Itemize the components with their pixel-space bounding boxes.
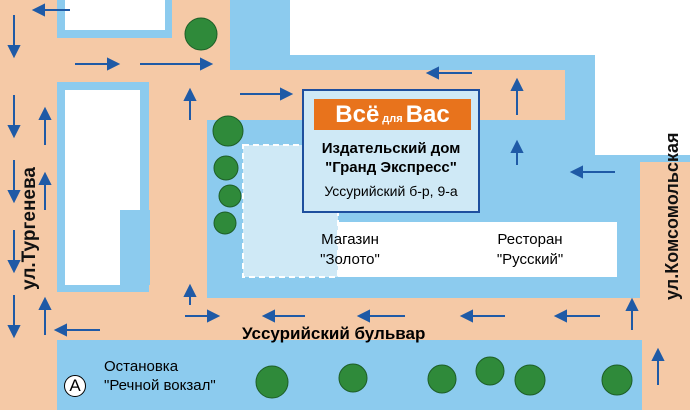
arrow-right-icon (185, 309, 221, 323)
shop-gold-line2: "Золото" (320, 251, 380, 268)
arrow-up-icon (38, 296, 52, 335)
bus-stop-line2: "Речной вокзал" (104, 377, 216, 394)
arrow-left-icon (356, 309, 405, 323)
arrow-left-icon (425, 66, 472, 80)
tree-icon (338, 363, 368, 393)
tree-icon (427, 364, 457, 394)
publisher-address: Уссурийский б-р, 9-а (324, 183, 458, 199)
tree-icon (184, 17, 218, 51)
arrow-left-icon (53, 323, 100, 337)
arrow-down-icon (7, 160, 21, 204)
arrow-left-icon (31, 3, 70, 17)
arrow-left-icon (261, 309, 305, 323)
arrow-down-icon (7, 295, 21, 339)
shop-restaurant: Ресторан "Русский" (480, 230, 580, 270)
logo-part2: для (382, 113, 403, 125)
bus-stop-line1: Остановка (104, 358, 179, 375)
logo-part1: Всё (335, 101, 380, 128)
arrow-up-icon (625, 297, 639, 330)
arrow-down-icon (7, 15, 21, 59)
tree-icon (475, 356, 505, 386)
tree-icon (218, 184, 242, 208)
arrow-up-icon (183, 87, 197, 120)
arrow-up-icon (510, 77, 524, 115)
arrow-left-icon (569, 165, 615, 179)
tree-icons (184, 17, 633, 399)
tree-icon (213, 211, 237, 235)
bus-stop-marker: A (64, 375, 86, 397)
shop-restaurant-line2: "Русский" (496, 251, 564, 268)
building-top-right-ext (595, 55, 690, 155)
arrow-up-icon (38, 171, 52, 210)
arrow-right-icon (140, 57, 214, 71)
street-left-label: ул.Тургенева (19, 167, 40, 290)
arrow-up-icon (183, 283, 197, 305)
arrow-left-icon (459, 309, 505, 323)
building-top-left (65, 0, 165, 30)
shop-restaurant-line1: Ресторан (497, 231, 563, 248)
publisher-line1: Издательский дом (321, 140, 461, 157)
building-top-right (290, 0, 690, 55)
traffic-arrows (7, 3, 665, 385)
publisher-name: Издательский дом "Гранд Экспресс" (302, 139, 480, 177)
publisher-line2: "Гранд Экспресс" (325, 159, 457, 176)
arrow-right-icon (75, 57, 121, 71)
building-left-notch (120, 210, 150, 285)
bus-stop-label: Остановка "Речной вокзал" (104, 357, 216, 395)
tree-icon (601, 364, 633, 396)
shop-gold-line1: Магазин (321, 231, 379, 248)
arrow-down-icon (7, 95, 21, 139)
shop-gold: Магазин "Золото" (305, 230, 395, 270)
tree-icon (514, 364, 546, 396)
tree-icon (212, 115, 244, 147)
arrow-left-icon (553, 309, 600, 323)
tree-icon (213, 155, 239, 181)
street-bottom-label: Уссурийский бульвар (242, 324, 426, 343)
logo-part3: Вас (405, 101, 450, 128)
building-left-lower (65, 210, 120, 285)
arrow-up-icon (510, 139, 524, 165)
arrow-right-icon (240, 87, 294, 101)
arrow-down-icon (7, 230, 21, 274)
arrow-up-icon (651, 347, 665, 385)
arrow-up-icon (38, 106, 52, 145)
street-right-label: ул.Комсомольская (662, 132, 682, 300)
tree-icon (255, 365, 289, 399)
